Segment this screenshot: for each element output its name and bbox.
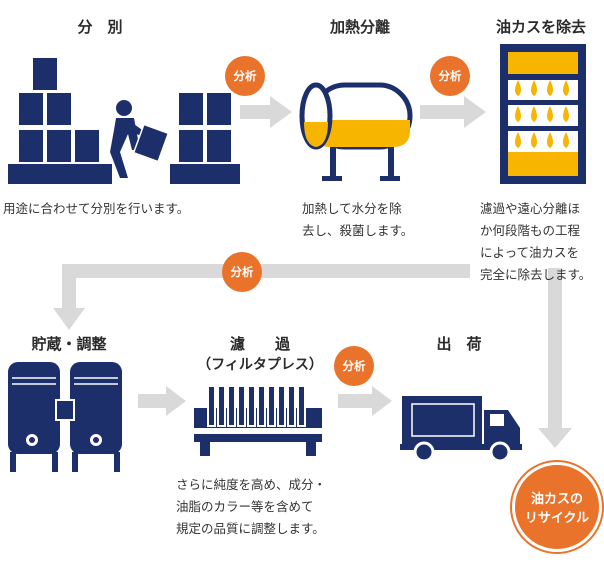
arrow-heating-to-removal xyxy=(420,96,486,128)
step-desc-heating: 加熱して水分を除 去し、殺菌します。 xyxy=(302,198,452,242)
step-subtitle-filter: （フィルタプレス） xyxy=(197,357,323,373)
arrow-return-left xyxy=(53,264,470,330)
arrow-sorting-to-heating xyxy=(240,96,292,128)
step-title-filter: 濾 過 xyxy=(229,335,290,353)
storage-tanks-icon xyxy=(8,362,122,472)
step-title-storage: 貯蔵・調整 xyxy=(31,335,107,353)
desc-line: によって油カスを xyxy=(480,245,580,260)
filter-press-icon xyxy=(194,385,322,456)
oil-residue-recycle-badge: 油カスの リサイクル xyxy=(512,462,602,552)
step-title-shipping: 出 荷 xyxy=(436,335,482,353)
recycle-label-line2: リサイクル xyxy=(524,511,590,526)
desc-line: 完全に除去します。 xyxy=(480,267,592,282)
desc-line: さらに純度を高め、成分・ xyxy=(176,477,327,492)
arrow-storage-to-filter xyxy=(138,386,186,416)
filtration-machine-icon xyxy=(500,44,586,184)
step-desc-removal: 濾過や遠心分離ほ か何段階もの工程 によって油カスを 完全に除去します。 xyxy=(480,198,604,286)
analysis-badge: 分析 xyxy=(430,56,470,96)
desc-line: 濾過や遠心分離ほ xyxy=(480,201,581,216)
desc-line: 去し、殺菌します。 xyxy=(302,223,414,238)
cardboard-boxes-icon xyxy=(8,56,112,184)
worker-carrying-box-icon xyxy=(110,100,170,178)
heating-tank-icon xyxy=(299,82,413,181)
sorted-boxes-icon xyxy=(170,91,240,184)
desc-line: 油脂のカラー等を含めて xyxy=(176,499,314,514)
step-title-removal: 油カスを除去 xyxy=(495,18,586,36)
analysis-badge: 分析 xyxy=(334,346,374,386)
delivery-truck-icon xyxy=(400,396,522,463)
step-title-sorting: 分 別 xyxy=(77,18,123,36)
analysis-badge: 分析 xyxy=(225,56,265,96)
step-desc-filter: さらに純度を高め、成分・ 油脂のカラー等を含めて 規定の品質に調整します。 xyxy=(176,474,366,540)
desc-line: 規定の品質に調整します。 xyxy=(176,521,325,536)
desc-line: か何段階もの工程 xyxy=(480,223,581,238)
step-desc-sorting: 用途に合わせて分別を行います。 xyxy=(3,201,190,216)
analysis-badge: 分析 xyxy=(222,252,262,292)
recycle-label-line1: 油カスの xyxy=(530,492,583,507)
arrow-down-to-recycle xyxy=(538,268,572,448)
desc-line: 加熱して水分を除 xyxy=(302,201,402,216)
arrow-filter-to-shipping xyxy=(338,386,392,416)
step-title-heating: 加熱分離 xyxy=(329,18,390,36)
